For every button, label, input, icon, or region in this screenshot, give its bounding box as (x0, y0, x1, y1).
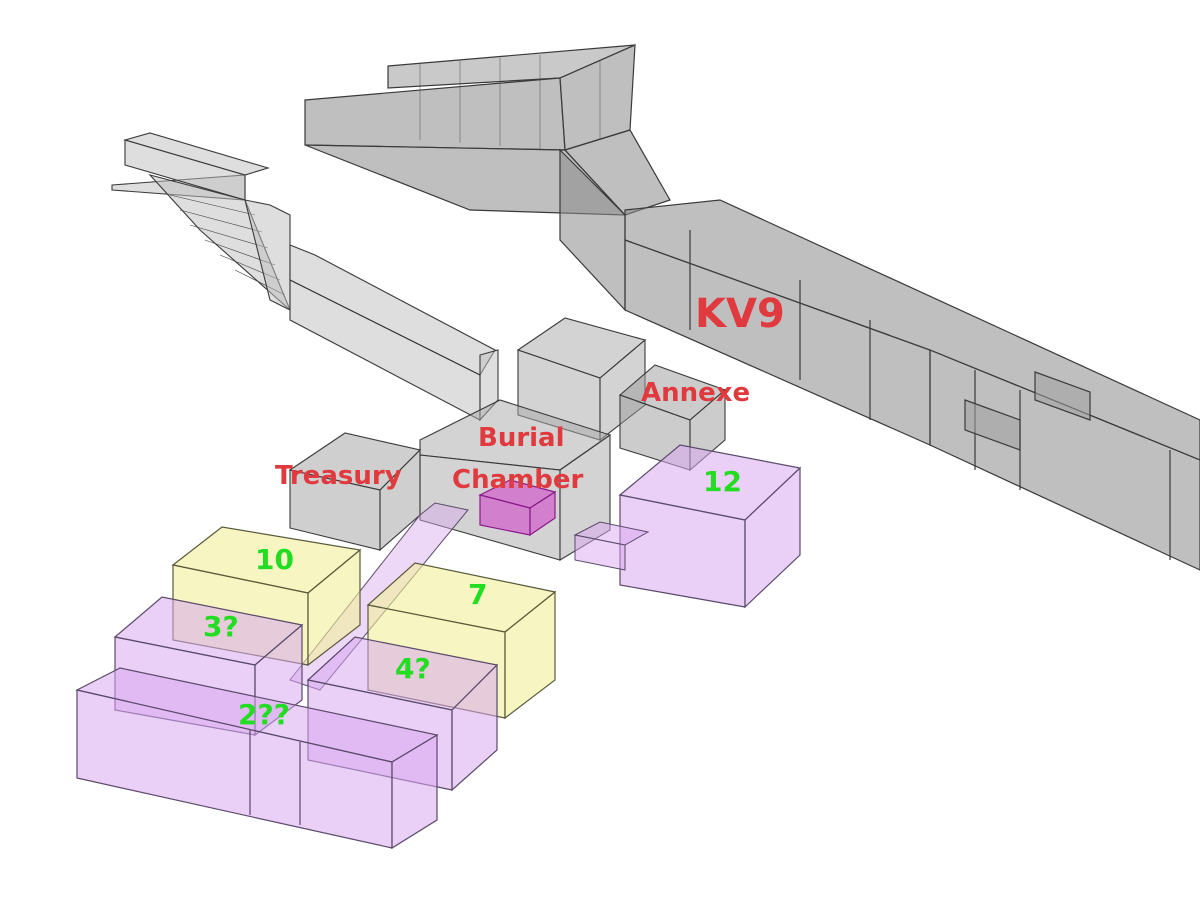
label-burial-line2: Chamber (452, 465, 583, 495)
label-chamber-10: 10 (255, 543, 294, 576)
label-kv9: KV9 (695, 291, 785, 337)
kv62-entrance-corridor (111, 132, 499, 422)
sarcophagus-model (478, 479, 557, 537)
label-chamber-12: 12 (703, 465, 742, 498)
label-chamber-4: 4? (395, 652, 431, 685)
label-treasury: Treasury (275, 461, 402, 491)
passage-to-12 (573, 521, 650, 571)
label-burial-line1: Burial (478, 423, 565, 453)
label-annexe: Annexe (641, 378, 750, 408)
kv9-tomb-model (304, 44, 1200, 571)
chamber-2-box (75, 667, 439, 850)
label-chamber-7: 7 (468, 578, 487, 611)
label-chamber-3: 3? (203, 610, 239, 643)
label-chamber-2: 2?? (238, 698, 290, 731)
chamber-12-box (618, 444, 802, 609)
treasury-model (288, 432, 422, 552)
